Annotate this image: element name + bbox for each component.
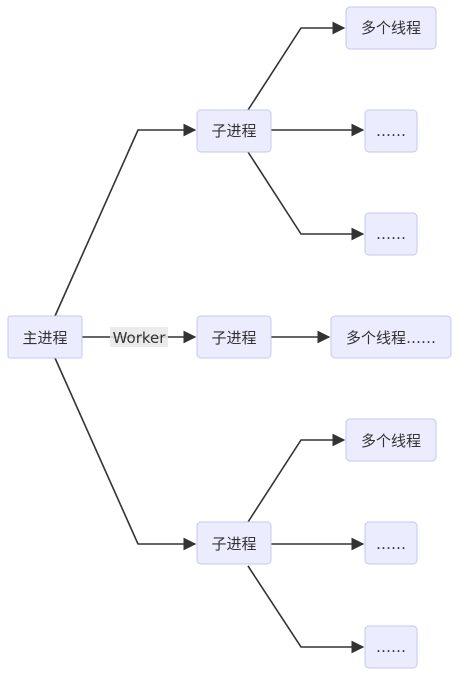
- node-child-process-top: 子进程: [196, 109, 272, 153]
- edge-main-to-child-bottom: [54, 357, 197, 551]
- node-threads-top-2-label: ……: [376, 122, 406, 140]
- edge-child-top-to-threads-3: [247, 151, 365, 241]
- node-threads-top-1-label: 多个线程: [361, 19, 421, 37]
- node-threads-top-3: ……: [364, 212, 418, 256]
- node-threads-top-1: 多个线程: [345, 6, 437, 50]
- node-child-process-mid-label: 子进程: [211, 329, 256, 347]
- node-threads-top-3-label: ……: [376, 225, 406, 243]
- edge-main-to-child-top: [54, 123, 197, 317]
- node-threads-top-2: ……: [364, 109, 418, 153]
- node-threads-bottom-3-label: ……: [376, 638, 406, 656]
- node-threads-mid: 多个线程……: [330, 315, 452, 359]
- edge-label-worker: Worker: [110, 327, 168, 347]
- node-threads-bottom-2-label: ……: [376, 535, 406, 553]
- node-threads-bottom-3: ……: [364, 625, 418, 669]
- node-child-process-bottom: 子进程: [196, 521, 272, 565]
- node-threads-bottom-1: 多个线程: [345, 418, 437, 462]
- node-threads-bottom-2: ……: [364, 521, 418, 565]
- node-child-process-top-label: 子进程: [211, 122, 256, 140]
- node-child-process-mid: 子进程: [196, 315, 272, 359]
- edge-child-bottom-to-threads-3: [247, 565, 365, 654]
- edges: [54, 21, 365, 654]
- node-threads-bottom-1-label: 多个线程: [361, 432, 421, 450]
- node-main-process-label: 主进程: [22, 329, 67, 347]
- node-main-process: 主进程: [7, 315, 83, 359]
- edge-child-top-to-threads-1: [247, 21, 346, 111]
- worker-label: Worker: [113, 329, 167, 347]
- edge-child-bottom-to-threads-1: [247, 433, 346, 523]
- node-child-process-bottom-label: 子进程: [211, 535, 256, 553]
- node-threads-mid-label: 多个线程……: [346, 329, 436, 347]
